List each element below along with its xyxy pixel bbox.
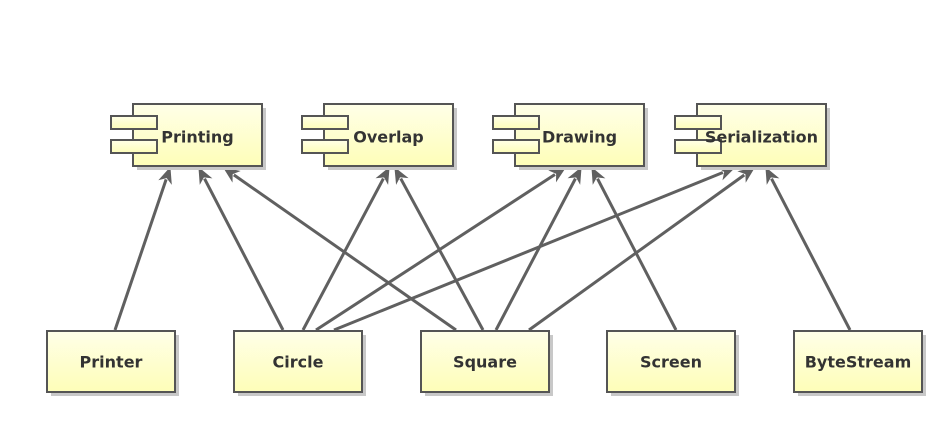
component-label: Drawing	[542, 128, 617, 147]
class-bytestream: ByteStream	[793, 330, 926, 396]
class-label: Screen	[640, 353, 702, 372]
edge-line	[232, 173, 457, 332]
edge-circle-to-printing	[198, 166, 285, 331]
class-printer: Printer	[46, 330, 179, 396]
component-label: Printing	[161, 128, 233, 147]
class-box	[420, 330, 550, 393]
class-box	[233, 330, 363, 393]
component-drawing: Drawing	[492, 103, 648, 170]
edge-line	[494, 177, 577, 331]
edge-circle-to-overlap	[301, 166, 390, 331]
class-label: ByteStream	[805, 353, 912, 372]
class-label: Square	[453, 353, 517, 372]
class-label: Printer	[80, 353, 143, 372]
edge-square-to-overlap	[394, 166, 485, 331]
component-tab-icon	[301, 115, 349, 130]
component-label: Overlap	[353, 128, 424, 147]
class-box	[606, 330, 736, 393]
component-tab-icon	[674, 115, 722, 130]
edge-line	[315, 173, 556, 332]
class-circle: Circle	[233, 330, 366, 396]
component-body	[323, 103, 454, 167]
arrowhead	[222, 167, 241, 183]
class-label: Circle	[273, 353, 324, 372]
component-tab-icon	[301, 139, 349, 154]
component-body	[696, 103, 827, 167]
component-tab-icon	[492, 115, 540, 130]
component-label: Serialization	[705, 128, 818, 147]
edge-square-to-serialization	[528, 167, 756, 332]
edge-line	[113, 178, 168, 331]
class-screen: Screen	[606, 330, 739, 396]
component-tab-icon	[492, 139, 540, 154]
edge-square-to-drawing	[494, 166, 582, 331]
arrowhead	[198, 166, 213, 185]
edge-line	[596, 177, 678, 331]
arrowhead	[591, 166, 606, 185]
arrowhead	[567, 166, 582, 185]
arrowhead	[158, 166, 172, 185]
component-tab-icon	[110, 139, 158, 154]
edge-line	[301, 177, 385, 331]
edge-bytestream-to-serialization	[765, 166, 852, 331]
edge-line	[333, 171, 724, 332]
edge-line	[770, 177, 852, 331]
component-overlap: Overlap	[301, 103, 457, 170]
class-box	[46, 330, 176, 393]
arrowhead	[765, 166, 780, 185]
component-printing: Printing	[110, 103, 266, 170]
class-box	[793, 330, 923, 393]
arrowhead	[394, 166, 409, 185]
component-body	[132, 103, 263, 167]
arrowhead	[737, 167, 756, 183]
edge-printer-to-printing	[113, 166, 172, 331]
edge-line	[399, 177, 485, 331]
class-square: Square	[420, 330, 553, 396]
edge-screen-to-drawing	[591, 166, 678, 331]
arrowhead	[375, 166, 390, 185]
component-serialization: Serialization	[674, 103, 830, 170]
edge-line	[203, 177, 285, 331]
component-body	[514, 103, 645, 167]
component-tab-icon	[110, 115, 158, 130]
edge-circle-to-serialization	[333, 167, 736, 332]
component-tab-icon	[674, 139, 722, 154]
edge-square-to-printing	[222, 167, 457, 332]
